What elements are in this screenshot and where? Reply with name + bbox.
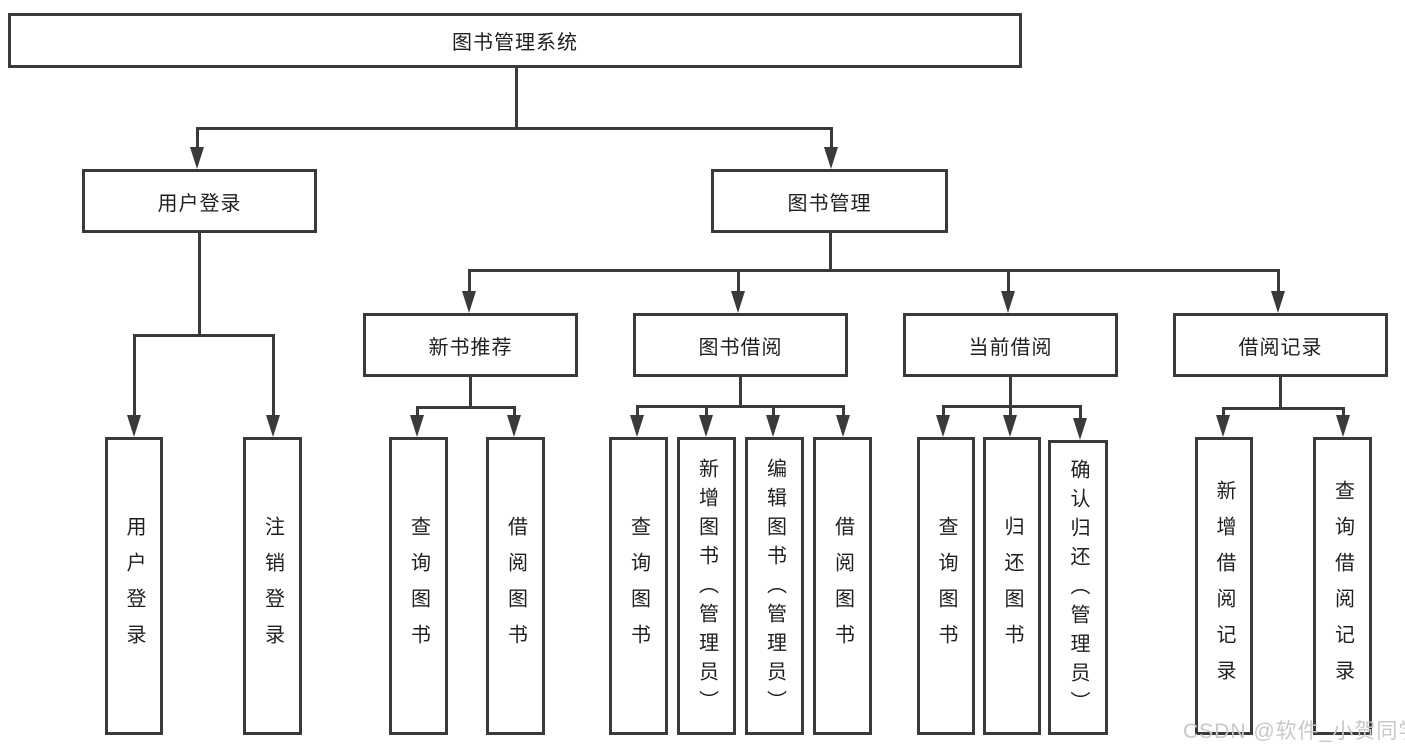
arrow-down-icon <box>190 147 204 169</box>
arrow-down-icon <box>1003 415 1017 437</box>
arrow-down-icon <box>127 415 141 437</box>
arrow-down-icon <box>462 291 476 313</box>
csdn-watermark: CSDN @软件_小贺同学 <box>1183 720 1405 743</box>
connector-drop-leaf <box>1342 407 1345 419</box>
arrow-down-icon <box>936 415 950 437</box>
connector-drop-leaf <box>1222 407 1225 419</box>
connector-drop-leaf <box>842 405 845 419</box>
connector-drop-leaf <box>513 406 516 420</box>
leaf-query-books: 查询图书 <box>917 437 975 735</box>
connector-root-bar <box>196 127 833 130</box>
arrow-down-icon <box>1336 415 1350 437</box>
connector-drop-leaf <box>1009 405 1012 419</box>
connector-drop-leaf <box>416 406 419 420</box>
connector-borrow-records-bar <box>1222 407 1344 410</box>
leaf-query-books: 查询图书 <box>609 437 668 735</box>
connector-new-books-stem <box>469 377 472 407</box>
arrow-down-icon <box>1001 291 1015 313</box>
arrow-down-icon <box>1271 291 1285 313</box>
connector-new-books-bar <box>416 406 516 409</box>
connector-drop-current-borrow <box>1007 269 1010 295</box>
connector-user-login-bar <box>133 334 274 337</box>
connector-drop-borrow-records <box>1277 269 1280 295</box>
arrow-down-icon <box>410 415 424 437</box>
leaf-add-books-admin: 新增图书（管理员） <box>677 437 736 735</box>
connector-drop-leaf <box>772 405 775 419</box>
arrow-down-icon <box>699 415 713 437</box>
leaf-query-borrow-record: 查询借阅记录 <box>1313 437 1372 735</box>
arrow-down-icon <box>766 415 780 437</box>
arrow-down-icon <box>507 415 521 437</box>
arrow-down-icon <box>1216 415 1230 437</box>
leaf-borrow-books: 借阅图书 <box>486 437 545 735</box>
connector-drop-leaf <box>636 405 639 419</box>
arrow-down-icon <box>630 415 644 437</box>
node-library-management-system: 图书管理系统 <box>8 13 1022 68</box>
leaf-borrow-books: 借阅图书 <box>813 437 872 735</box>
connector-current-borrow-stem <box>1009 377 1012 407</box>
connector-book-borrow-stem <box>739 377 742 407</box>
arrow-down-icon <box>1073 418 1087 440</box>
node-new-book-recommendation: 新书推荐 <box>363 313 578 377</box>
arrow-down-icon <box>266 415 280 437</box>
connector-borrow-records-stem <box>1279 377 1282 408</box>
connector-drop-leaf <box>1079 405 1082 421</box>
leaf-add-borrow-record: 新增借阅记录 <box>1195 437 1253 735</box>
arrow-down-icon <box>836 415 850 437</box>
connector-drop-leaf <box>705 405 708 419</box>
connector-drop-book-borrow <box>737 269 740 295</box>
connector-drop-new-books <box>468 269 471 295</box>
node-current-borrowing: 当前借阅 <box>903 313 1118 377</box>
node-book-borrowing: 图书借阅 <box>633 313 848 377</box>
arrow-down-icon <box>824 147 838 169</box>
node-book-management: 图书管理 <box>711 169 948 233</box>
leaf-logout: 注销登录 <box>243 437 302 735</box>
connector-user-login-stem <box>198 233 201 335</box>
connector-drop-user-login <box>196 127 199 151</box>
connector-book-borrow-bar <box>636 405 844 408</box>
connector-root-stem <box>515 68 518 128</box>
connector-drop-leaf <box>942 405 945 419</box>
connector-book-mgmt-stem <box>829 233 832 270</box>
leaf-edit-books-admin: 编辑图书（管理员） <box>745 437 804 735</box>
leaf-user-login: 用户登录 <box>105 437 163 735</box>
leaf-return-books: 归还图书 <box>983 437 1041 735</box>
leaf-confirm-return-admin: 确认归还（管理员） <box>1048 440 1108 735</box>
arrow-down-icon <box>731 291 745 313</box>
node-borrowing-records: 借阅记录 <box>1173 313 1388 377</box>
connector-drop-logout-leaf <box>272 334 275 417</box>
connector-drop-book-management <box>830 127 833 151</box>
connector-book-mgmt-bar <box>468 269 1280 272</box>
leaf-query-books: 查询图书 <box>389 437 448 735</box>
node-user-login: 用户登录 <box>82 169 317 233</box>
connector-drop-login-leaf <box>133 334 136 417</box>
